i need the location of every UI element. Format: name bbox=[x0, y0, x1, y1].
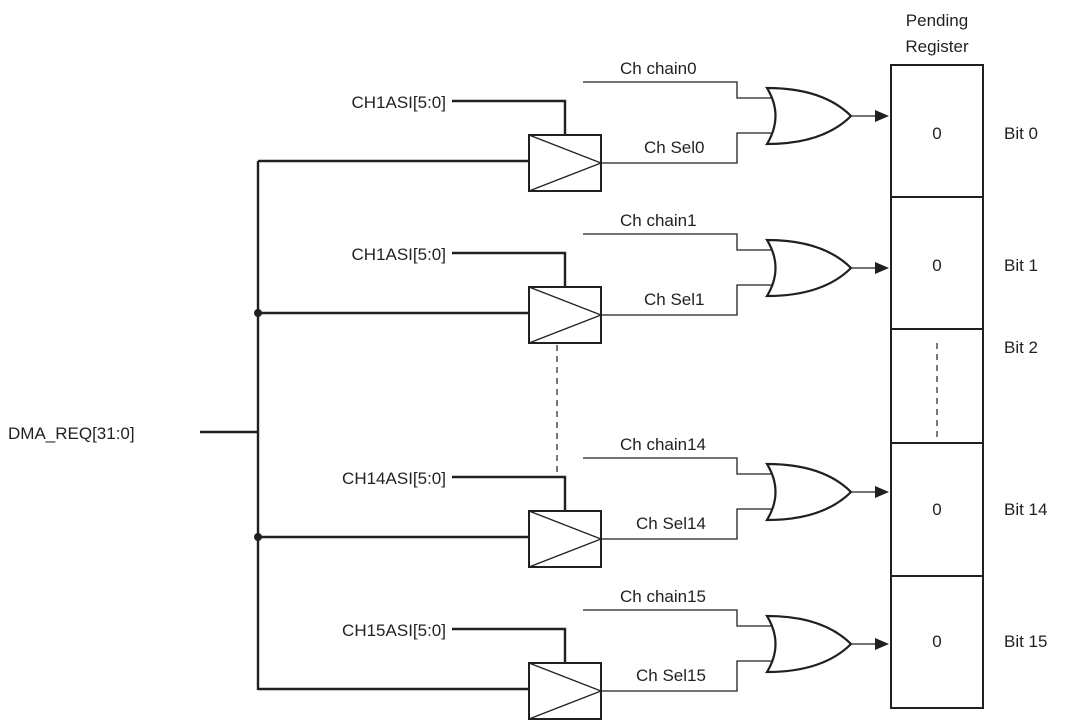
chain-label: Ch chain14 bbox=[620, 435, 706, 454]
channel-0: CH1ASI[5:0] Ch chain0 Ch Sel0 bbox=[258, 59, 889, 192]
sel-label: Ch Sel15 bbox=[636, 666, 706, 685]
or-gate bbox=[765, 462, 853, 522]
sel-label: Ch Sel1 bbox=[644, 290, 704, 309]
sel-label: Ch Sel14 bbox=[636, 514, 706, 533]
chain-label: Ch chain0 bbox=[620, 59, 697, 78]
arrowhead-icon bbox=[875, 110, 889, 122]
chain-wire bbox=[583, 81, 775, 99]
channel-select-mux bbox=[528, 134, 602, 192]
asi-label: CH14ASI[5:0] bbox=[342, 469, 446, 488]
asi-line bbox=[452, 475, 567, 511]
bit-label: Bit 14 bbox=[1004, 500, 1047, 519]
asi-label: CH15ASI[5:0] bbox=[342, 621, 446, 640]
sel-label: Ch Sel0 bbox=[644, 138, 704, 157]
sel-wire bbox=[601, 660, 775, 692]
channel-1: CH1ASI[5:0] Ch chain1 Ch Sel1 bbox=[258, 211, 889, 344]
channel-14: CH14ASI[5:0] Ch chain14 Ch Sel14 bbox=[258, 435, 889, 568]
chain-wire bbox=[583, 609, 775, 627]
chain-wire bbox=[583, 233, 775, 251]
arrowhead-icon bbox=[875, 486, 889, 498]
sel-wire bbox=[601, 132, 775, 164]
channel-select-mux bbox=[528, 510, 602, 568]
channel-select-mux bbox=[528, 662, 602, 720]
arrowhead-icon bbox=[875, 262, 889, 274]
or-gate bbox=[765, 238, 853, 298]
bit-label: Bit 2 bbox=[1004, 338, 1038, 357]
bit-label: Bit 15 bbox=[1004, 632, 1047, 651]
arrowhead-icon bbox=[875, 638, 889, 650]
channel-select-mux bbox=[528, 286, 602, 344]
register-bit-value: 0 bbox=[932, 632, 941, 651]
or-gate bbox=[765, 614, 853, 674]
register-bit-value: 0 bbox=[932, 124, 941, 143]
chain-label: Ch chain1 bbox=[620, 211, 697, 230]
bit-label: Bit 1 bbox=[1004, 256, 1038, 275]
chain-label: Ch chain15 bbox=[620, 587, 706, 606]
bit-label: Bit 0 bbox=[1004, 124, 1038, 143]
asi-label: CH1ASI[5:0] bbox=[352, 93, 447, 112]
asi-line bbox=[452, 251, 567, 287]
asi-line bbox=[452, 627, 567, 663]
sel-wire bbox=[601, 508, 775, 540]
register-bit-value: 0 bbox=[932, 256, 941, 275]
dma-req-label: DMA_REQ[31:0] bbox=[8, 424, 135, 443]
or-gate bbox=[765, 86, 853, 146]
asi-line bbox=[452, 99, 567, 135]
channel-15: CH15ASI[5:0] Ch chain15 Ch Sel15 bbox=[258, 587, 889, 720]
sel-wire bbox=[601, 284, 775, 316]
chain-wire bbox=[583, 457, 775, 475]
asi-label: CH1ASI[5:0] bbox=[352, 245, 447, 264]
register-title-line2: Register bbox=[905, 37, 969, 56]
pending-register bbox=[890, 64, 984, 709]
register-title-line1: Pending bbox=[906, 11, 968, 30]
register-bit-value: 0 bbox=[932, 500, 941, 519]
